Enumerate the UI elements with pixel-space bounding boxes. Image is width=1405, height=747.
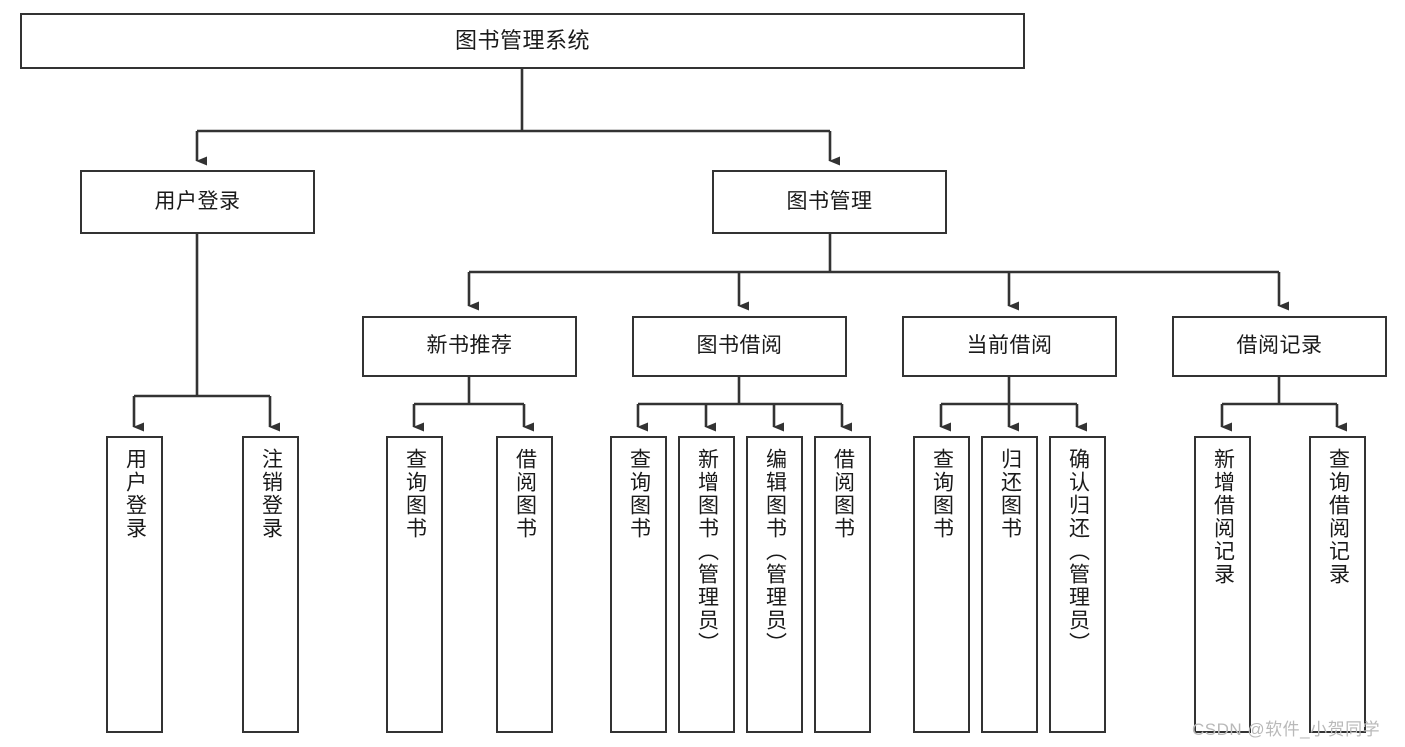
node-label: 图书借阅: [696, 334, 783, 358]
leaf-search-books-recommend[interactable]: 查询图书: [386, 436, 443, 733]
node-root-book-management-system[interactable]: 图书管理系统: [20, 13, 1025, 69]
node-label: 编辑图书（管理员）: [763, 448, 787, 655]
leaf-search-books-borrow[interactable]: 查询图书: [610, 436, 667, 733]
node-label: 归还图书: [998, 448, 1022, 540]
leaf-user-login[interactable]: 用户登录: [106, 436, 163, 733]
leaf-search-borrow-record[interactable]: 查询借阅记录: [1309, 436, 1366, 733]
node-user-login[interactable]: 用户登录: [80, 170, 315, 234]
leaf-return-books[interactable]: 归还图书: [981, 436, 1038, 733]
leaf-logout[interactable]: 注销登录: [242, 436, 299, 733]
node-label: 借阅记录: [1236, 334, 1323, 358]
node-label: 用户登录: [123, 448, 147, 540]
node-label: 借阅图书: [513, 448, 537, 540]
node-label: 图书管理系统: [454, 28, 590, 54]
node-label: 查询图书: [627, 448, 651, 540]
node-label: 当前借阅: [966, 334, 1053, 358]
node-label: 查询借阅记录: [1326, 448, 1350, 586]
leaf-confirm-return-admin[interactable]: 确认归还（管理员）: [1049, 436, 1106, 733]
node-label: 新增借阅记录: [1211, 448, 1235, 586]
leaf-add-borrow-record[interactable]: 新增借阅记录: [1194, 436, 1251, 733]
node-label: 新书推荐: [426, 334, 513, 358]
leaf-add-book-admin[interactable]: 新增图书（管理员）: [678, 436, 735, 733]
node-label: 图书管理: [786, 189, 873, 213]
node-label: 借阅图书: [831, 448, 855, 540]
node-new-book-recommend[interactable]: 新书推荐: [362, 316, 577, 377]
leaf-borrow-books-recommend[interactable]: 借阅图书: [496, 436, 553, 733]
leaf-edit-book-admin[interactable]: 编辑图书（管理员）: [746, 436, 803, 733]
node-book-borrow[interactable]: 图书借阅: [632, 316, 847, 377]
leaf-search-books-current[interactable]: 查询图书: [913, 436, 970, 733]
node-borrow-records[interactable]: 借阅记录: [1172, 316, 1387, 377]
node-label: 注销登录: [259, 448, 283, 540]
node-label: 新增图书（管理员）: [695, 448, 719, 655]
leaf-borrow-books[interactable]: 借阅图书: [814, 436, 871, 733]
node-label: 确认归还（管理员）: [1066, 448, 1090, 655]
node-label: 用户登录: [154, 189, 241, 213]
node-current-borrow[interactable]: 当前借阅: [902, 316, 1117, 377]
node-book-management[interactable]: 图书管理: [712, 170, 947, 234]
node-label: 查询图书: [930, 448, 954, 540]
node-label: 查询图书: [403, 448, 427, 540]
